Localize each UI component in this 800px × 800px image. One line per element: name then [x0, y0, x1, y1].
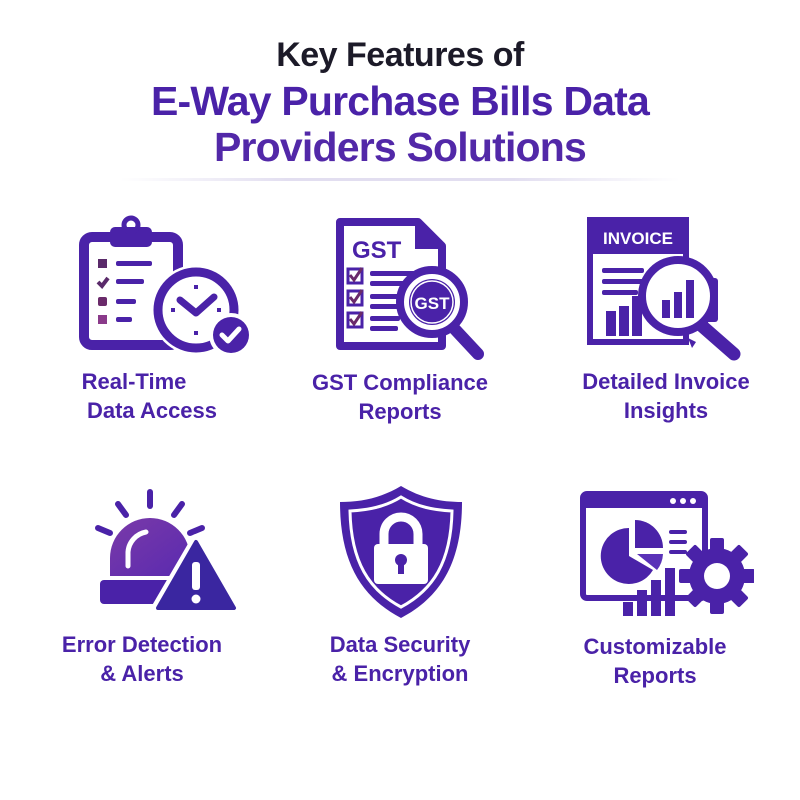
feature-label-line-2: Reports [358, 399, 442, 424]
feature-label-line-1: GST Compliance [311, 370, 489, 395]
feature-label-line-2: & Encryption [331, 661, 469, 686]
feature-label-line-2: Data Access [86, 398, 218, 423]
svg-text:INVOICE: INVOICE [603, 229, 673, 248]
feature-real-time-data-access: Real-Time Data Access [32, 210, 272, 430]
feature-detailed-invoice-insights: INVOICE Detailed Invoice Insights [546, 210, 786, 430]
gst-document-magnifier-icon: GST GST [336, 218, 484, 360]
invoice-chart-magnifier-icon: INVOICE [587, 217, 741, 361]
siren-warning-icon [95, 489, 242, 614]
feature-gst-compliance-reports: GST GST GST Compliance Reports [280, 210, 520, 430]
feature-label-line-1: Detailed Invoice [582, 369, 750, 394]
feature-error-detection-alerts: Error Detection & Alerts [22, 482, 262, 702]
feature-label: Customizable Reports [535, 632, 775, 690]
feature-label: GST Compliance Reports [280, 368, 520, 426]
feature-label-line-2: & Alerts [100, 661, 184, 686]
feature-label: Real-Time Data Access [32, 367, 272, 425]
svg-text:GST: GST [352, 237, 402, 264]
feature-label-line-1: Real-Time [81, 369, 187, 394]
title-line-1: Key Features of [276, 36, 524, 74]
feature-data-security-encryption: Data Security & Encryption [280, 482, 520, 702]
title-divider [120, 178, 680, 181]
feature-label: Error Detection & Alerts [22, 630, 262, 688]
svg-text:GST: GST [415, 294, 451, 313]
feature-label-line-2: Insights [623, 398, 709, 423]
shield-lock-icon [340, 486, 462, 618]
feature-label-line-1: Data Security [329, 632, 471, 657]
feature-customizable-reports: Customizable Reports [535, 482, 775, 702]
clipboard-clock-check-icon [79, 215, 253, 357]
report-window-gear-icon [580, 491, 754, 616]
feature-label: Detailed Invoice Insights [546, 367, 786, 425]
feature-label: Data Security & Encryption [280, 630, 520, 688]
feature-label-line-1: Error Detection [61, 632, 223, 657]
feature-label-line-2: Reports [613, 663, 697, 688]
title-line-3: Providers Solutions [213, 124, 587, 170]
title-line-2: E-Way Purchase Bills Data [150, 78, 650, 124]
feature-label-line-1: Customizable [583, 634, 727, 659]
